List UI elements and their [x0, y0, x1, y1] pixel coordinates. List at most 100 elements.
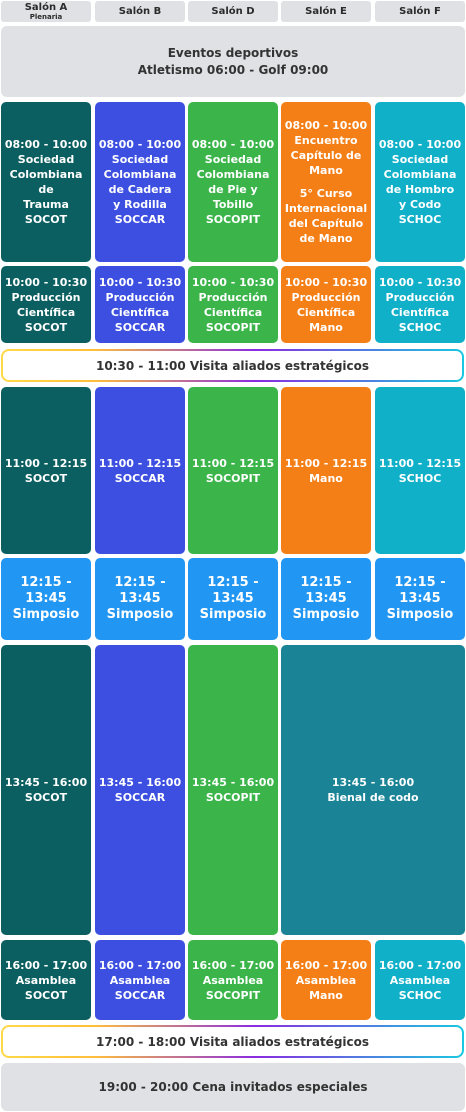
- session-line: de Mano: [299, 232, 353, 245]
- session-time: 12:15 - 13:45: [114, 575, 166, 606]
- break-label: 17:00 - 18:00 Visita aliados estratégico…: [3, 1027, 462, 1056]
- session-time: 13:45 - 16:00: [4, 776, 88, 789]
- session-mano-0800[interactable]: 08:00 - 10:00 Encuentro Capítulo de Mano…: [281, 102, 371, 262]
- session-line: Sociedad: [204, 153, 262, 166]
- session-time: 11:00 - 12:15: [191, 456, 275, 470]
- session-soccar-1600[interactable]: 16:00 - 17:00 Asamblea SOCCAR: [95, 940, 185, 1020]
- session-time: 13:45 - 16:00: [331, 776, 415, 789]
- session-line: Colombiana: [383, 168, 457, 181]
- break-sponsors-1030: 10:30 - 11:00 Visita aliados estratégico…: [1, 349, 464, 382]
- dinner-label: 19:00 - 20:00 Cena invitados especiales: [98, 1079, 368, 1094]
- session-soccar-1000[interactable]: 10:00 - 10:30 Producción Científica SOCC…: [95, 266, 185, 343]
- session-socopit-1000[interactable]: 10:00 - 10:30 Producción Científica SOCO…: [188, 266, 278, 343]
- session-line: Colombiana: [196, 168, 270, 181]
- session-line: Producción: [11, 290, 81, 304]
- session-time: 10:00 - 10:30: [284, 275, 368, 289]
- session-line: Producción: [105, 290, 175, 304]
- session-line: de: [38, 183, 54, 196]
- session-simposio-f[interactable]: 12:15 - 13:45 Simposio: [375, 558, 465, 640]
- session-line: Asamblea: [15, 973, 77, 987]
- session-line: Simposio: [106, 607, 174, 622]
- session-schoc-1600[interactable]: 16:00 - 17:00 Asamblea SCHOC: [375, 940, 465, 1020]
- session-line: Producción: [198, 290, 268, 304]
- sports-events-panel: Eventos deportivos Atletismo 06:00 - Gol…: [1, 26, 465, 97]
- session-time: 16:00 - 17:00: [191, 958, 275, 972]
- session-time: 11:00 - 12:15: [284, 456, 368, 470]
- session-line: de Pie y: [208, 183, 258, 196]
- session-line: Simposio: [199, 607, 267, 622]
- session-line: Bienal de codo: [327, 791, 419, 804]
- session-line: SCHOC: [398, 988, 442, 1002]
- header-salon-d: Salón D: [188, 1, 278, 22]
- session-line: SOCOPIT: [205, 988, 261, 1002]
- session-line: Sociedad: [17, 153, 75, 166]
- session-line: Tobillo: [212, 198, 254, 211]
- session-time: 13:45 - 16:00: [98, 776, 182, 789]
- session-time: 10:00 - 10:30: [4, 275, 88, 289]
- header-salon-b: Salón B: [95, 1, 185, 22]
- header-sublabel: Plenaria: [29, 12, 63, 21]
- session-line: SOCOPIT: [205, 791, 261, 804]
- session-socot-1345[interactable]: 13:45 - 16:00 SOCOT: [1, 645, 91, 935]
- session-simposio-b[interactable]: 12:15 - 13:45 Simposio: [95, 558, 185, 640]
- break-label: 10:30 - 11:00 Visita aliados estratégico…: [3, 351, 462, 380]
- session-bienal-codo-1345[interactable]: 13:45 - 16:00 Bienal de codo: [281, 645, 465, 935]
- session-line: SOCCAR: [114, 213, 166, 226]
- session-line: Asamblea: [389, 973, 451, 987]
- session-time: 10:00 - 10:30: [191, 275, 275, 289]
- session-socot-1100[interactable]: 11:00 - 12:15 SOCOT: [1, 387, 91, 554]
- session-schoc-1100[interactable]: 11:00 - 12:15 SCHOC: [375, 387, 465, 554]
- session-line: SOCOPIT: [205, 320, 261, 334]
- session-mano-1600[interactable]: 16:00 - 17:00 Asamblea Mano: [281, 940, 371, 1020]
- session-soccar-1100[interactable]: 11:00 - 12:15 SOCCAR: [95, 387, 185, 554]
- session-line: SOCCAR: [114, 988, 166, 1002]
- session-line: Científica: [203, 305, 263, 319]
- session-line: Asamblea: [109, 973, 171, 987]
- header-label: Salón A: [24, 1, 68, 13]
- header-salon-e: Salón E: [281, 1, 371, 22]
- session-socopit-1600[interactable]: 16:00 - 17:00 Asamblea SOCOPIT: [188, 940, 278, 1020]
- session-line: Sociedad: [391, 153, 449, 166]
- session-simposio-a[interactable]: 12:15 - 13:45 Simposio: [1, 558, 91, 640]
- session-time: 16:00 - 17:00: [378, 958, 462, 972]
- session-line: SOCOT: [24, 320, 68, 334]
- session-socot-0800[interactable]: 08:00 - 10:00 Sociedad Colombiana de Tra…: [1, 102, 91, 262]
- session-time: 12:15 - 13:45: [207, 575, 259, 606]
- header-salon-a: Salón A Plenaria: [1, 1, 91, 22]
- session-mano-1000[interactable]: 10:00 - 10:30 Producción Científica Mano: [281, 266, 371, 343]
- session-socot-1000[interactable]: 10:00 - 10:30 Producción Científica SOCO…: [1, 266, 91, 343]
- session-line: Asamblea: [202, 973, 264, 987]
- session-line: Producción: [385, 290, 455, 304]
- session-soccar-1345[interactable]: 13:45 - 16:00 SOCCAR: [95, 645, 185, 935]
- session-line: SOCOT: [24, 213, 68, 226]
- session-time: 16:00 - 17:00: [4, 958, 88, 972]
- header-label: Salón F: [399, 5, 441, 17]
- session-schoc-1000[interactable]: 10:00 - 10:30 Producción Científica SCHO…: [375, 266, 465, 343]
- session-line: Mano: [309, 320, 343, 334]
- session-time: 16:00 - 17:00: [98, 958, 182, 972]
- session-schoc-0800[interactable]: 08:00 - 10:00 Sociedad Colombiana de Hom…: [375, 102, 465, 262]
- session-time: 08:00 - 10:00: [284, 119, 368, 132]
- session-simposio-e[interactable]: 12:15 - 13:45 Simposio: [281, 558, 371, 640]
- session-socopit-0800[interactable]: 08:00 - 10:00 Sociedad Colombiana de Pie…: [188, 102, 278, 262]
- session-line: Científica: [390, 305, 450, 319]
- session-mano-1100[interactable]: 11:00 - 12:15 Mano: [281, 387, 371, 554]
- session-line: Simposio: [386, 607, 454, 622]
- session-socopit-1345[interactable]: 13:45 - 16:00 SOCOPIT: [188, 645, 278, 935]
- session-socot-1600[interactable]: 16:00 - 17:00 Asamblea SOCOT: [1, 940, 91, 1020]
- panel-subtitle: Atletismo 06:00 - Golf 09:00: [137, 62, 329, 77]
- session-simposio-d[interactable]: 12:15 - 13:45 Simposio: [188, 558, 278, 640]
- session-socopit-1100[interactable]: 11:00 - 12:15 SOCOPIT: [188, 387, 278, 554]
- session-line: Mano: [309, 164, 343, 177]
- session-line: SOCCAR: [114, 791, 166, 804]
- session-time: 16:00 - 17:00: [284, 958, 368, 972]
- session-time: 08:00 - 10:00: [98, 138, 182, 151]
- session-line: Científica: [296, 305, 356, 319]
- session-line: Colombiana: [103, 168, 177, 181]
- session-line: del Capítulo: [288, 217, 364, 230]
- session-soccar-0800[interactable]: 08:00 - 10:00 Sociedad Colombiana de Cad…: [95, 102, 185, 262]
- session-line: y Rodilla: [113, 198, 167, 211]
- session-line: SOCOT: [24, 791, 68, 804]
- session-time: 11:00 - 12:15: [378, 456, 462, 470]
- session-line: Producción: [291, 290, 361, 304]
